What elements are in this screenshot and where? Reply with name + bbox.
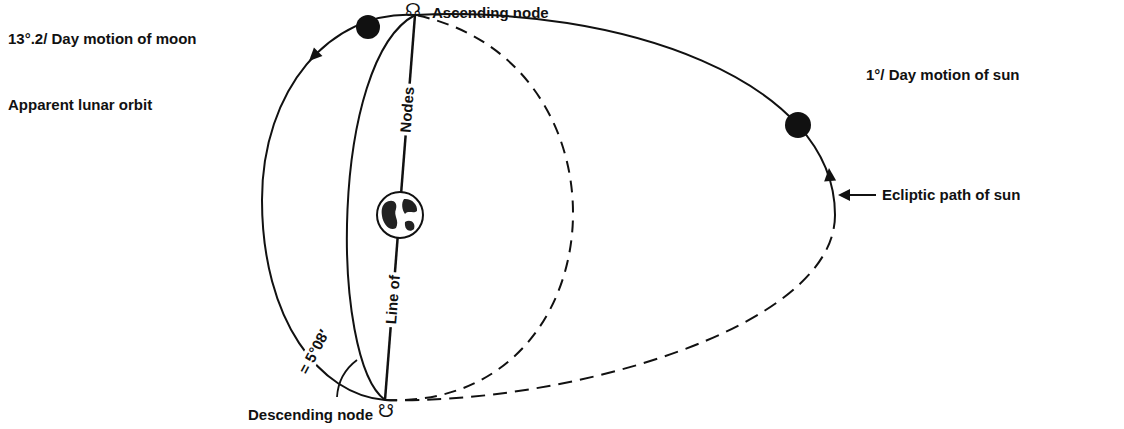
arrowhead: [305, 48, 323, 66]
axis-label: Nodes: [396, 83, 417, 136]
node-symbol: ☋: [378, 401, 394, 422]
orbit-label: Apparent lunar orbit: [8, 96, 152, 113]
lunar-orbit-hidden: [385, 15, 573, 400]
node-symbol: ☊: [405, 0, 421, 21]
arrowhead: [823, 167, 836, 181]
angle-label: = 5°08′: [294, 324, 334, 379]
node-label: Ascending node: [432, 4, 549, 21]
lunar-orbit: [262, 15, 415, 400]
node-label: Descending node: [248, 406, 373, 423]
ecliptic-path-hidden: [385, 215, 835, 400]
motion-label: 1°/ Day motion of sun: [866, 66, 1020, 83]
path-label: Ecliptic path of sun: [882, 186, 1020, 203]
ecliptic-path: [415, 14, 835, 215]
arrowhead: [838, 189, 850, 201]
moon: [356, 15, 380, 39]
motion-label: 13°.2/ Day motion of moon: [8, 30, 197, 47]
leader-line: [848, 194, 876, 196]
sun: [785, 112, 811, 138]
earth-land: [405, 221, 415, 231]
earth-land: [402, 199, 417, 214]
axis-label: Line of: [382, 272, 404, 328]
earth-land: [382, 201, 398, 229]
earth: [377, 192, 423, 238]
angle-arc: [337, 360, 357, 397]
